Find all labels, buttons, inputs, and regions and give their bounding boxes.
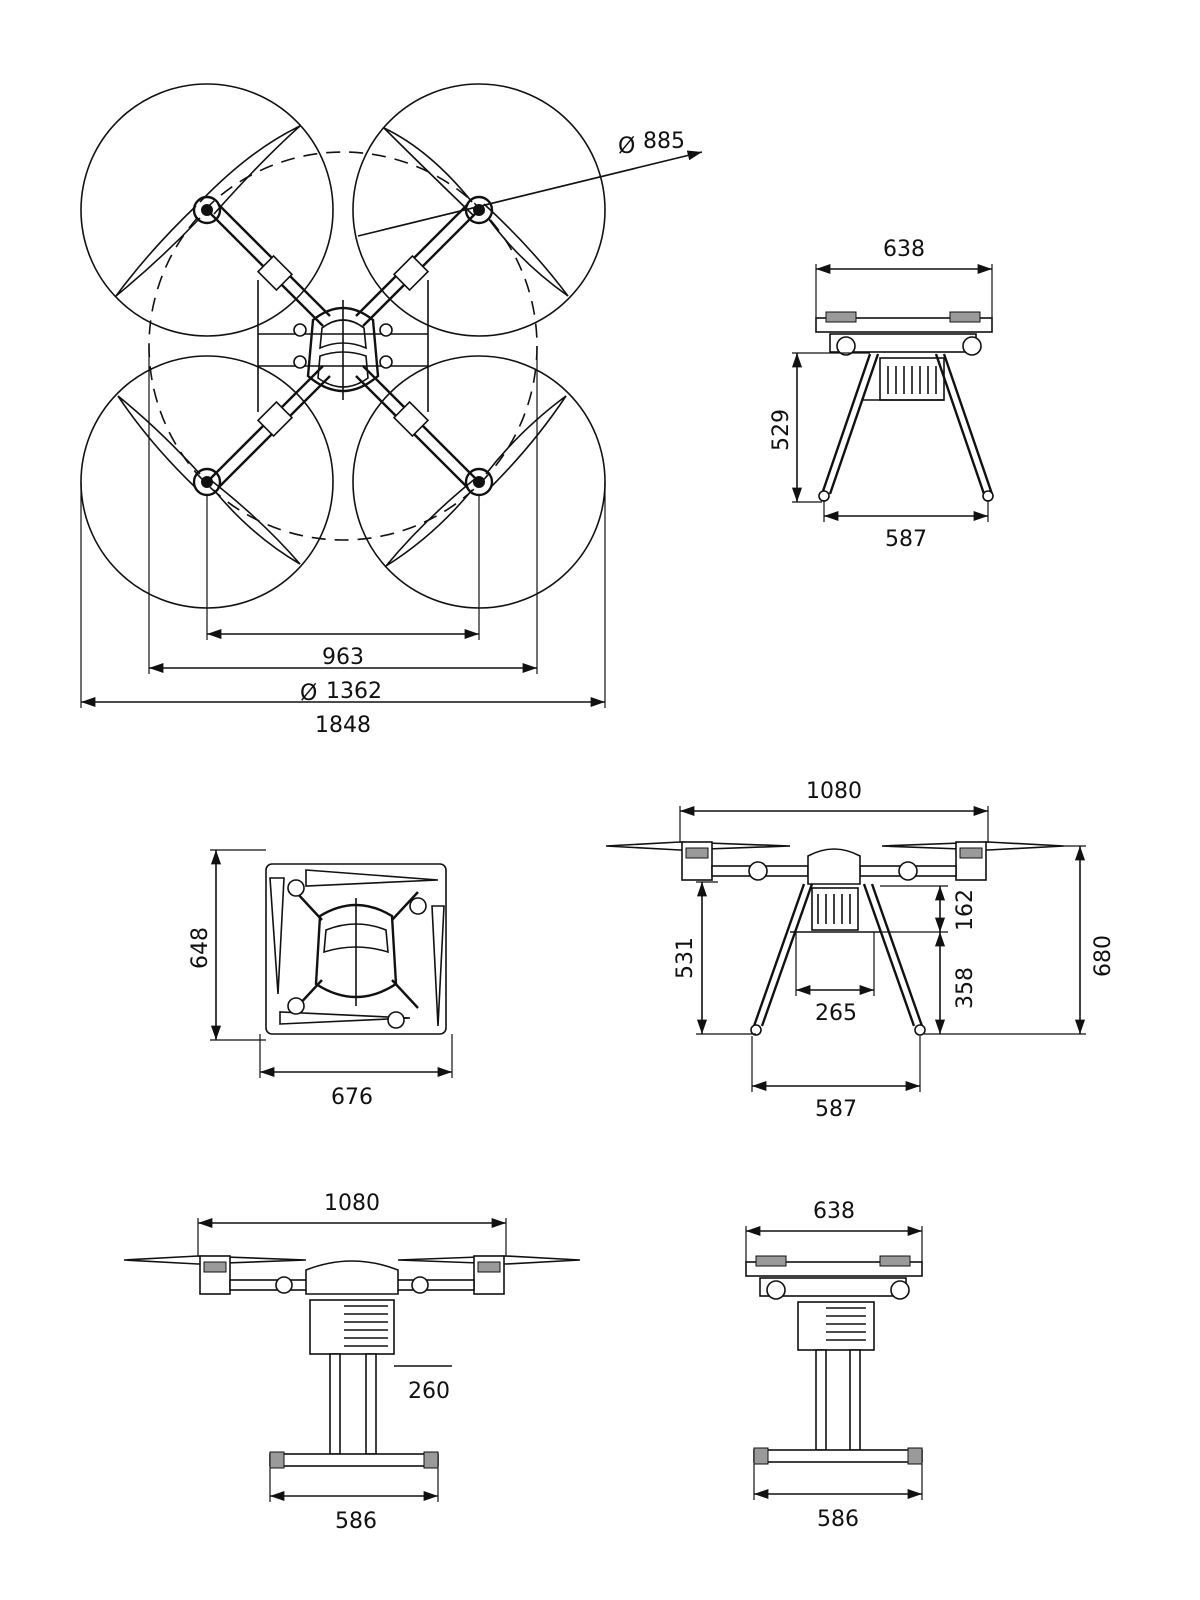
prop-diameter-label: 885 bbox=[643, 129, 685, 154]
front-total-height-label: 680 bbox=[1091, 935, 1116, 977]
motor-tl bbox=[115, 125, 301, 297]
side-top-width-label: 638 bbox=[883, 237, 925, 262]
folded-height-label: 648 bbox=[188, 927, 213, 969]
skid-side-span-label: 1080 bbox=[324, 1191, 380, 1216]
motor-br bbox=[385, 395, 567, 567]
side-gear-width-label: 587 bbox=[885, 527, 927, 552]
end-top-width-label: 638 bbox=[813, 1199, 855, 1224]
arm-clamps bbox=[256, 254, 430, 438]
top-view: Ø 885 963 Ø 1362 1848 bbox=[80, 83, 703, 738]
front-body-height-label: 162 bbox=[953, 889, 978, 931]
folded-width-label: 676 bbox=[331, 1085, 373, 1110]
side-view-skid: 1080 260 586 bbox=[123, 1191, 581, 1534]
end-view-skid: 638 586 bbox=[745, 1199, 923, 1532]
end-skid-width-label: 586 bbox=[817, 1507, 859, 1532]
propeller-disk-tl bbox=[80, 83, 334, 337]
overall-span-label: 1848 bbox=[315, 713, 371, 738]
frame-circle-label: 1362 bbox=[326, 679, 382, 704]
motor-span-label: 963 bbox=[322, 645, 364, 670]
side-height-label: 529 bbox=[769, 409, 794, 451]
side-view-small: 638 529 587 bbox=[769, 237, 994, 552]
folded-view: 648 676 bbox=[188, 849, 453, 1110]
skid-tank-offset-label: 260 bbox=[408, 1379, 450, 1404]
body-canopy bbox=[306, 300, 380, 400]
front-gear-width-label: 587 bbox=[815, 1097, 857, 1122]
propeller-disk-tr bbox=[352, 83, 606, 337]
skid-side-width-label: 586 bbox=[335, 1509, 377, 1534]
front-view: 1080 531 bbox=[605, 779, 1116, 1122]
front-leg-height-label: 531 bbox=[673, 937, 698, 979]
front-lower-height-label: 358 bbox=[953, 967, 978, 1009]
front-tank-width-label: 265 bbox=[815, 1001, 857, 1026]
front-span-label: 1080 bbox=[806, 779, 862, 804]
prop-diameter-symbol: Ø bbox=[618, 134, 635, 159]
